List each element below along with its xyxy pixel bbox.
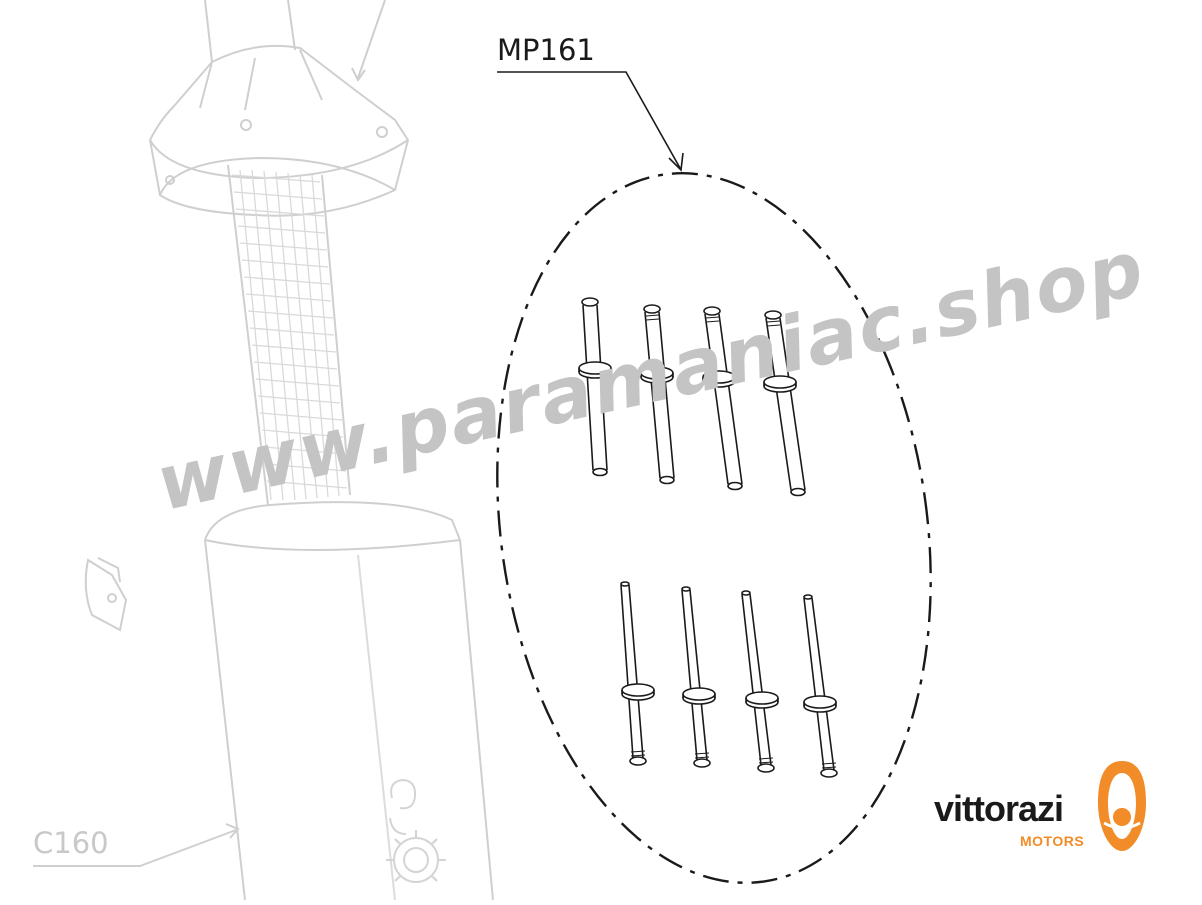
part-group-outline [496, 172, 932, 884]
part-label-c160: C160 [33, 826, 109, 860]
rivet-set [578, 297, 838, 778]
brand-name: vittorazi [934, 788, 1064, 829]
c160-leader-line [33, 829, 237, 867]
silencer-logo [386, 778, 446, 883]
end-cap [148, 44, 410, 217]
brand-subtitle: MOTORS [1020, 833, 1085, 849]
rivet [640, 304, 675, 485]
upper-leader-line [357, 0, 386, 79]
upper-leader-arrow [351, 67, 366, 82]
rivet [702, 306, 743, 491]
part-label-mp161: MP161 [497, 33, 595, 67]
brand-logo: vittorazi MOTORS [934, 757, 1149, 857]
perforated-tube [227, 164, 351, 506]
mp161-leader-arrow [668, 152, 684, 172]
silencer-body [204, 501, 494, 901]
rivet [741, 590, 779, 773]
mp161-callout [496, 71, 932, 884]
upper-tube-left-edge [204, 0, 213, 63]
rivet [620, 581, 655, 766]
clip-part [84, 557, 128, 632]
silencer-assembly [33, 0, 494, 901]
rivet [763, 310, 806, 497]
rivet [803, 594, 838, 778]
perforation-pattern [231, 169, 348, 501]
mp161-leader-line [497, 71, 681, 169]
rivet [578, 297, 612, 477]
brand-emblem-icon [1098, 761, 1146, 851]
c160-leader-arrow [225, 823, 240, 839]
rivet [681, 586, 716, 768]
upper-tube-right-edge [287, 0, 296, 51]
